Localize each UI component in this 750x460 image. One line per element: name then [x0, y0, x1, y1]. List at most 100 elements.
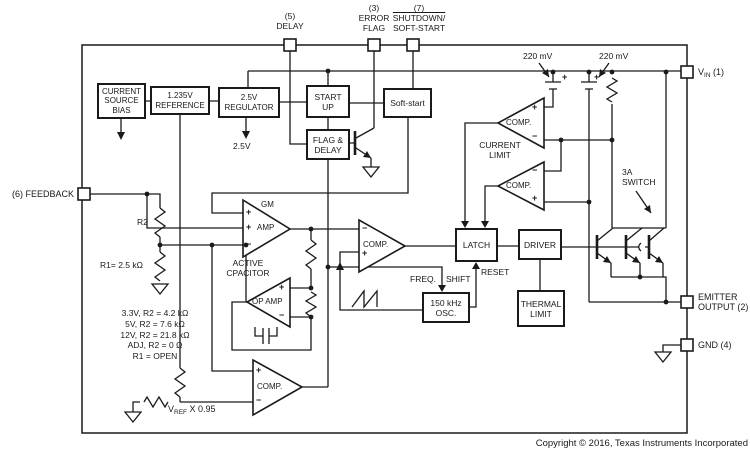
block-driver: DRIVER: [518, 229, 562, 260]
main-comp-label: COMP.: [363, 240, 389, 249]
resistor-r2-icon: [153, 207, 167, 238]
main-comp-plus-sign: +: [362, 248, 368, 258]
vref-label: VREF X 0.95: [168, 404, 216, 416]
resistor-table-annotation: 3.3V, R2 = 4.2 kΩ 5V, R2 = 7.6 kΩ 12V, R…: [120, 308, 190, 362]
mv-right-label: 220 mV: [599, 51, 629, 61]
transistor-bars: [353, 131, 651, 259]
arrow-down-icon: [117, 132, 125, 140]
active-capacitor-label: ACTIVE CPACITOR: [226, 258, 270, 278]
pin-vin-icon: [680, 65, 694, 79]
cl-top-comp-triangle: [496, 96, 545, 150]
amp-triangles: [242, 96, 545, 417]
battery2-plus-sign: +: [594, 72, 600, 82]
arrow-up-icon: [472, 262, 480, 269]
pin-shutdown-icon: [406, 38, 420, 52]
cl-top-comp-label: COMP.: [506, 118, 532, 127]
arrow-down-icon: [461, 221, 469, 228]
block-flag-delay: FLAG & DELAY: [306, 129, 350, 160]
pin-error-flag-icon: [367, 38, 381, 52]
ground-icon: [123, 411, 143, 424]
annotation-arrow-icon: [644, 205, 651, 213]
block-latch: LATCH: [455, 228, 498, 262]
r1-value-label: R1= 2.5 kΩ: [100, 260, 143, 270]
op-amp-plus-sign: +: [279, 282, 285, 292]
block-soft-start: Soft-start: [383, 88, 432, 118]
pin-label-delay: (5) DELAY: [276, 11, 304, 31]
block-thermal-limit: THERMAL LIMIT: [517, 290, 565, 327]
emitter-arrow-icon: [363, 151, 371, 158]
gm-amp-triangle: [242, 198, 292, 259]
pin-gnd-icon: [680, 338, 694, 352]
regulator-output-label: 2.5V: [233, 141, 251, 151]
reset-label: RESET: [481, 267, 510, 277]
gm-plus1-sign: +: [246, 207, 252, 217]
resistor-chain1-icon: [304, 239, 318, 270]
pin-delay-icon: [283, 38, 297, 52]
emitter-arrow-icon: [603, 256, 611, 263]
cl-bottom-comp-triangle: [496, 160, 545, 212]
copyright-text: Copyright © 2016, Texas Instruments Inco…: [535, 438, 748, 449]
resistor-icons: [143, 77, 619, 409]
pin-label-gnd: GND (4): [698, 340, 732, 350]
bottom-comp-plus-sign: +: [256, 365, 262, 375]
current-limit-label: CURRENT LIMIT: [479, 140, 521, 160]
mv-left-label: 220 mV: [523, 51, 553, 61]
pin-label-vin: VIN (1): [698, 67, 725, 79]
bottom-comp-minus-sign: −: [256, 395, 262, 405]
ground-icon: [361, 166, 381, 179]
main-comp-minus-sign: −: [362, 223, 368, 233]
block-current-source-bias: CURRENT SOURCE BIAS: [97, 83, 146, 119]
cl-top-minus-sign: −: [532, 131, 538, 141]
op-amp-triangle: [245, 276, 291, 329]
resistor-r1-icon: [153, 251, 167, 282]
block-reference: 1.235V REFERENCE: [150, 86, 210, 115]
pin-feedback-icon: [77, 187, 91, 201]
gm-minus-sign: −: [246, 239, 252, 249]
cl-bot-comp-label: COMP.: [506, 181, 532, 190]
pin-label-feedback: (6) FEEDBACK: [11, 189, 74, 199]
ground-icon: [653, 351, 673, 364]
pin-label-error-flag: (3) ERROR FLAG: [358, 3, 390, 33]
annotation-arrow-icon: [542, 69, 549, 77]
emitter-arrow-icon: [632, 256, 640, 263]
emitter-arrow-icon: [655, 256, 663, 263]
bottom-comp-label: COMP.: [257, 382, 283, 391]
annotation-arrow-icon: [599, 69, 606, 77]
battery1-plus-sign: +: [562, 72, 568, 82]
resistor-sense-icon: [605, 77, 619, 103]
block-regulator: 2.5V REGULATOR: [218, 87, 280, 118]
ground-symbols: [123, 166, 673, 424]
gm-amp-label: GM: [261, 200, 274, 209]
arrow-down-icon: [242, 131, 250, 139]
gm-plus2-sign: +: [246, 222, 252, 232]
block-start-up: START UP: [306, 85, 350, 118]
cl-bot-minus-sign: −: [532, 165, 538, 175]
block-oscillator: 150 kHz OSC.: [422, 292, 470, 323]
resistor-vref-horiz-icon: [143, 395, 169, 409]
pin-label-shutdown: (7) SHUTDOWN/ SOFT-START: [392, 3, 446, 33]
cl-top-plus-sign: +: [532, 102, 538, 112]
op-amp-minus-sign: −: [279, 310, 285, 320]
pin-emitter-output-icon: [680, 295, 694, 309]
resistor-chain2-icon: [304, 291, 318, 318]
resistor-vref-vert-icon: [173, 367, 187, 398]
junction-dots: [144, 68, 669, 320]
chip-outline: [81, 44, 688, 434]
cl-bot-plus-sign: +: [532, 193, 538, 203]
arrow-down-icon: [481, 221, 489, 228]
freq-label: FREQ.: [410, 274, 436, 284]
pin-label-emitter-output: EMITTER OUTPUT (2): [698, 292, 749, 312]
arrow-up-icon: [336, 262, 344, 270]
arrow-down-icon: [438, 285, 446, 292]
r2-label: R2: [137, 217, 148, 227]
shift-label: SHIFT: [446, 274, 471, 284]
main-comp-triangle: [358, 218, 407, 274]
arrowheads: [117, 69, 663, 292]
pin-squares: [77, 38, 694, 352]
op-amp-label: OP AMP: [252, 297, 283, 306]
switch-label: 3A SWITCH: [622, 167, 656, 187]
bottom-comp-triangle: [252, 358, 304, 417]
gm-amp-label2: AMP: [257, 223, 275, 232]
